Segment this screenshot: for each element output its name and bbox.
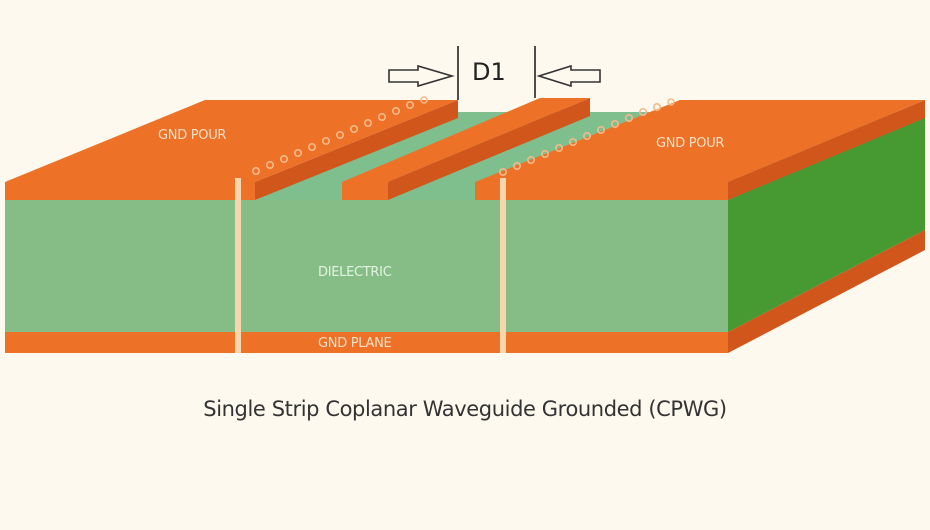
via-row-left — [252, 96, 428, 176]
via-row-right — [498, 98, 675, 177]
gnd-pour-right-side-face — [728, 100, 925, 200]
gnd-pour-right-label: GND POUR — [656, 136, 725, 151]
via-left — [235, 178, 241, 353]
signal-strip-top — [342, 98, 590, 182]
diagram-caption: Single Strip Coplanar Waveguide Grounded… — [203, 397, 727, 421]
gnd-pour-left-front — [5, 182, 255, 200]
d1-arrow-left-icon — [388, 64, 455, 88]
gnd-pour-left-top — [5, 100, 458, 182]
signal-strip-front — [342, 182, 388, 200]
dimension-label-d1: D1 — [472, 58, 506, 86]
gnd-pour-left-label: GND POUR — [158, 128, 227, 143]
gnd-pour-left-inner-edge — [255, 100, 458, 200]
dielectric-front-face — [5, 200, 728, 332]
gnd-pour-right-front — [475, 182, 728, 200]
gnd-plane-side-face — [728, 230, 925, 353]
dielectric-label: DIELECTRIC — [318, 265, 392, 280]
gnd-plane-front-face — [5, 332, 728, 353]
via-right — [500, 178, 506, 353]
signal-strip-side — [388, 98, 590, 200]
gnd-plane-label: GND PLANE — [318, 336, 392, 351]
dielectric-side-face — [728, 112, 925, 332]
d1-arrow-right-icon — [536, 64, 601, 88]
gnd-pour-right-top — [475, 100, 925, 182]
